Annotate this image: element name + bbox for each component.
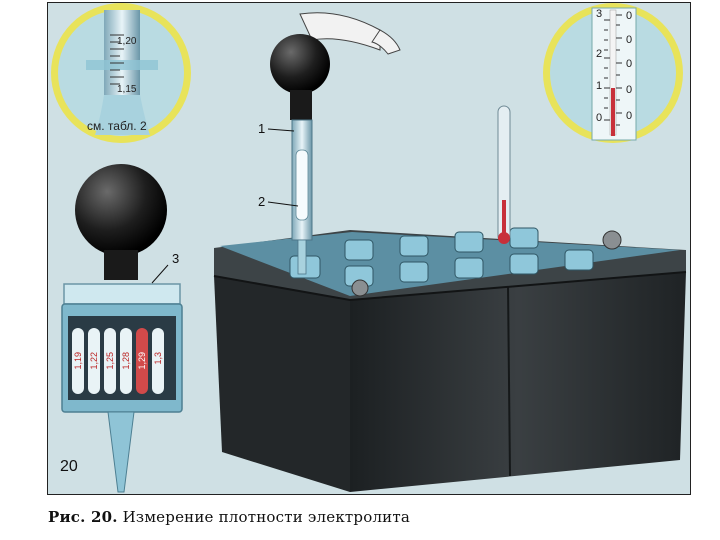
figure-number: 20 bbox=[60, 458, 78, 475]
bulb-hydrometer bbox=[270, 12, 401, 275]
thermo-scale-2: 2 bbox=[596, 48, 603, 60]
inset-mark-upper: 1,20 bbox=[117, 36, 137, 47]
sensor-floats bbox=[72, 328, 164, 394]
callout-1: 1 bbox=[258, 121, 266, 136]
inset-hydrometer-scale bbox=[51, 3, 191, 143]
thermo-scale-1: 1 bbox=[596, 80, 603, 92]
battery bbox=[213, 227, 687, 492]
thermo-scale-3: 3 bbox=[596, 8, 603, 20]
caption-prefix: Рис. 20. bbox=[48, 508, 118, 526]
sensor-label-5: 1,29 bbox=[137, 352, 147, 370]
figure-caption: Рис. 20. Измерение плотности электролита bbox=[48, 508, 410, 526]
callout-2: 2 bbox=[258, 194, 266, 209]
inset-thermometer-scale bbox=[543, 3, 683, 143]
sensor-label-1: 1,19 bbox=[73, 352, 83, 370]
float-hydrometer bbox=[61, 164, 183, 493]
inset-mark-lower: 1,15 bbox=[117, 84, 137, 95]
inset-note: см. табл. 2 bbox=[87, 119, 147, 133]
sensor-label-4: 1,28 bbox=[121, 352, 131, 370]
caption-text: Измерение плотности электролита bbox=[122, 508, 411, 526]
sensor-label-3: 1,25 bbox=[105, 352, 115, 370]
thermo-scale-right-5: 0 bbox=[626, 110, 633, 122]
sensor-label-6: 1,3 bbox=[153, 352, 163, 365]
thermo-scale-right-3: 0 bbox=[626, 58, 633, 70]
thermo-scale-right-1: 0 bbox=[626, 10, 633, 22]
sensor-label-2: 1,22 bbox=[89, 352, 99, 370]
thermometer bbox=[497, 105, 511, 244]
thermo-scale-right-2: 0 bbox=[626, 34, 633, 46]
thermo-scale-0: 0 bbox=[596, 112, 603, 124]
thermo-scale-right-4: 0 bbox=[626, 84, 633, 96]
callout-3: 3 bbox=[172, 251, 180, 266]
